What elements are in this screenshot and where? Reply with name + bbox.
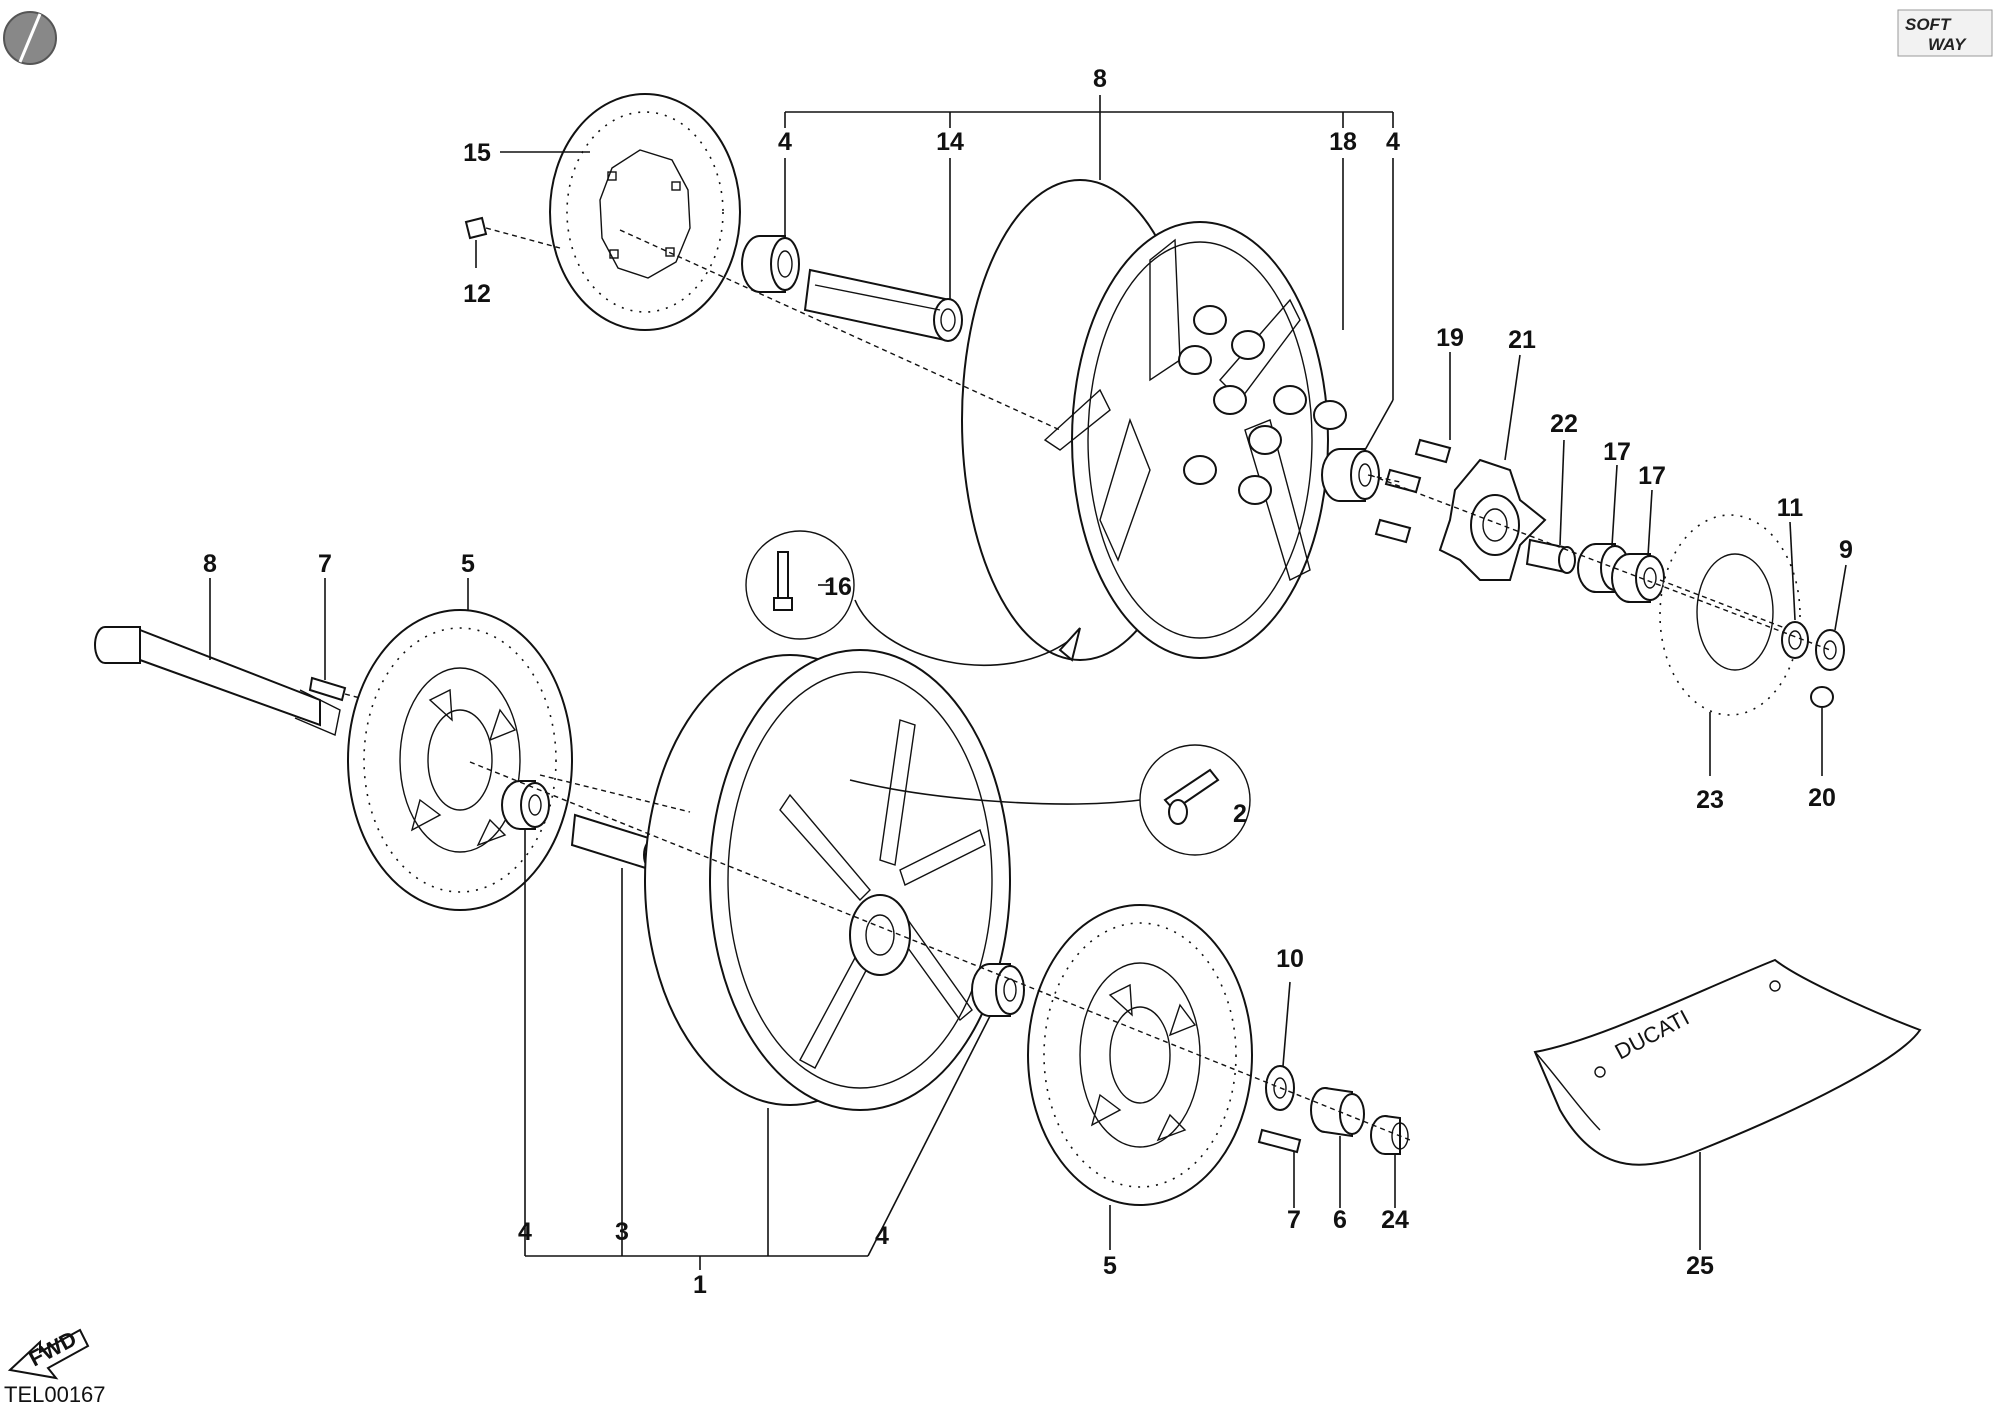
callout-7-left: 7 bbox=[318, 550, 332, 578]
rear-sprocket bbox=[1659, 514, 1801, 716]
callout-19: 19 bbox=[1436, 324, 1464, 352]
callout-12: 12 bbox=[463, 280, 491, 308]
callout-17-outer: 17 bbox=[1638, 462, 1666, 490]
callout-21: 21 bbox=[1508, 326, 1536, 354]
callout-24: 24 bbox=[1381, 1206, 1409, 1234]
callout-10: 10 bbox=[1276, 945, 1304, 973]
tool-case-pouch: DUCATI bbox=[1533, 958, 1922, 1166]
sprocket-nut bbox=[1815, 629, 1845, 671]
callout-20: 20 bbox=[1808, 784, 1836, 812]
callout-4-front-right: 4 bbox=[875, 1222, 889, 1250]
callout-7-right: 7 bbox=[1287, 1206, 1301, 1234]
callout-9: 9 bbox=[1839, 536, 1853, 564]
front-disc-bolt-right bbox=[1257, 1128, 1302, 1154]
callout-4-rear-right: 4 bbox=[1386, 128, 1400, 156]
softway-logo: SOFT WAY bbox=[1897, 9, 1993, 57]
leader-lines bbox=[209, 95, 1847, 1270]
front-axle bbox=[94, 626, 341, 736]
rear-hub-cush-drive bbox=[1178, 305, 1347, 505]
front-axle-spacer bbox=[1310, 1087, 1365, 1138]
sprocket-stud-nut bbox=[1810, 686, 1834, 708]
front-wheel-rim bbox=[644, 649, 1011, 1111]
callout-23: 23 bbox=[1696, 786, 1724, 814]
callout-13: 8 bbox=[1093, 65, 1107, 93]
rear-wheel-rim bbox=[961, 179, 1329, 661]
callout-16: 16 bbox=[824, 573, 852, 601]
callout-25: 25 bbox=[1686, 1252, 1714, 1280]
sprocket-washer bbox=[1781, 621, 1809, 659]
callout-11: 11 bbox=[1777, 494, 1804, 522]
sprocket-carrier-spacer bbox=[1525, 538, 1576, 574]
forward-direction-arrow: FWD bbox=[7, 1326, 90, 1380]
callout-4-rear-left: 4 bbox=[778, 128, 792, 156]
callout-2: 2 bbox=[1233, 800, 1247, 828]
front-bearing-left bbox=[501, 780, 550, 830]
front-valve-detail bbox=[849, 744, 1251, 856]
reference-code: TEL00167 bbox=[4, 1382, 106, 1407]
corner-disc-logo bbox=[3, 11, 57, 65]
front-bearing-right bbox=[971, 963, 1025, 1017]
rear-brake-disc bbox=[549, 93, 741, 331]
rear-bearing-left bbox=[741, 235, 800, 293]
callout-numbers: 8 4 14 18 4 15 12 19 21 22 17 17 11 9 16… bbox=[203, 65, 1853, 1299]
callout-3: 3 bbox=[615, 1218, 629, 1246]
callout-22: 22 bbox=[1550, 410, 1578, 438]
callout-5-right: 5 bbox=[1103, 1252, 1117, 1280]
callout-18: 18 bbox=[1329, 128, 1357, 156]
callout-8: 8 bbox=[203, 550, 217, 578]
sprocket-carrier-studs bbox=[1367, 438, 1452, 544]
softway-logo-line2: WAY bbox=[1928, 35, 1967, 54]
rear-valve-detail bbox=[745, 530, 1081, 667]
callout-15: 15 bbox=[463, 139, 491, 167]
callout-14: 14 bbox=[936, 128, 964, 156]
softway-logo-line1: SOFT bbox=[1905, 15, 1952, 34]
callout-1: 1 bbox=[693, 1271, 707, 1299]
sprocket-bearing-outer bbox=[1611, 553, 1665, 603]
rear-bearing-right bbox=[1321, 448, 1380, 502]
front-brake-disc-left bbox=[347, 609, 573, 911]
sprocket-carrier-flange bbox=[1438, 458, 1547, 581]
front-axle-nut bbox=[1370, 1115, 1409, 1155]
callout-6: 6 bbox=[1333, 1206, 1347, 1234]
front-brake-disc-right bbox=[1027, 904, 1253, 1206]
callout-4-front-left: 4 bbox=[518, 1218, 532, 1246]
callout-5-left: 5 bbox=[461, 550, 475, 578]
rear-disc-bolt bbox=[464, 216, 561, 249]
callout-17-inner: 17 bbox=[1603, 438, 1631, 466]
rear-spacer-tube bbox=[803, 268, 963, 342]
